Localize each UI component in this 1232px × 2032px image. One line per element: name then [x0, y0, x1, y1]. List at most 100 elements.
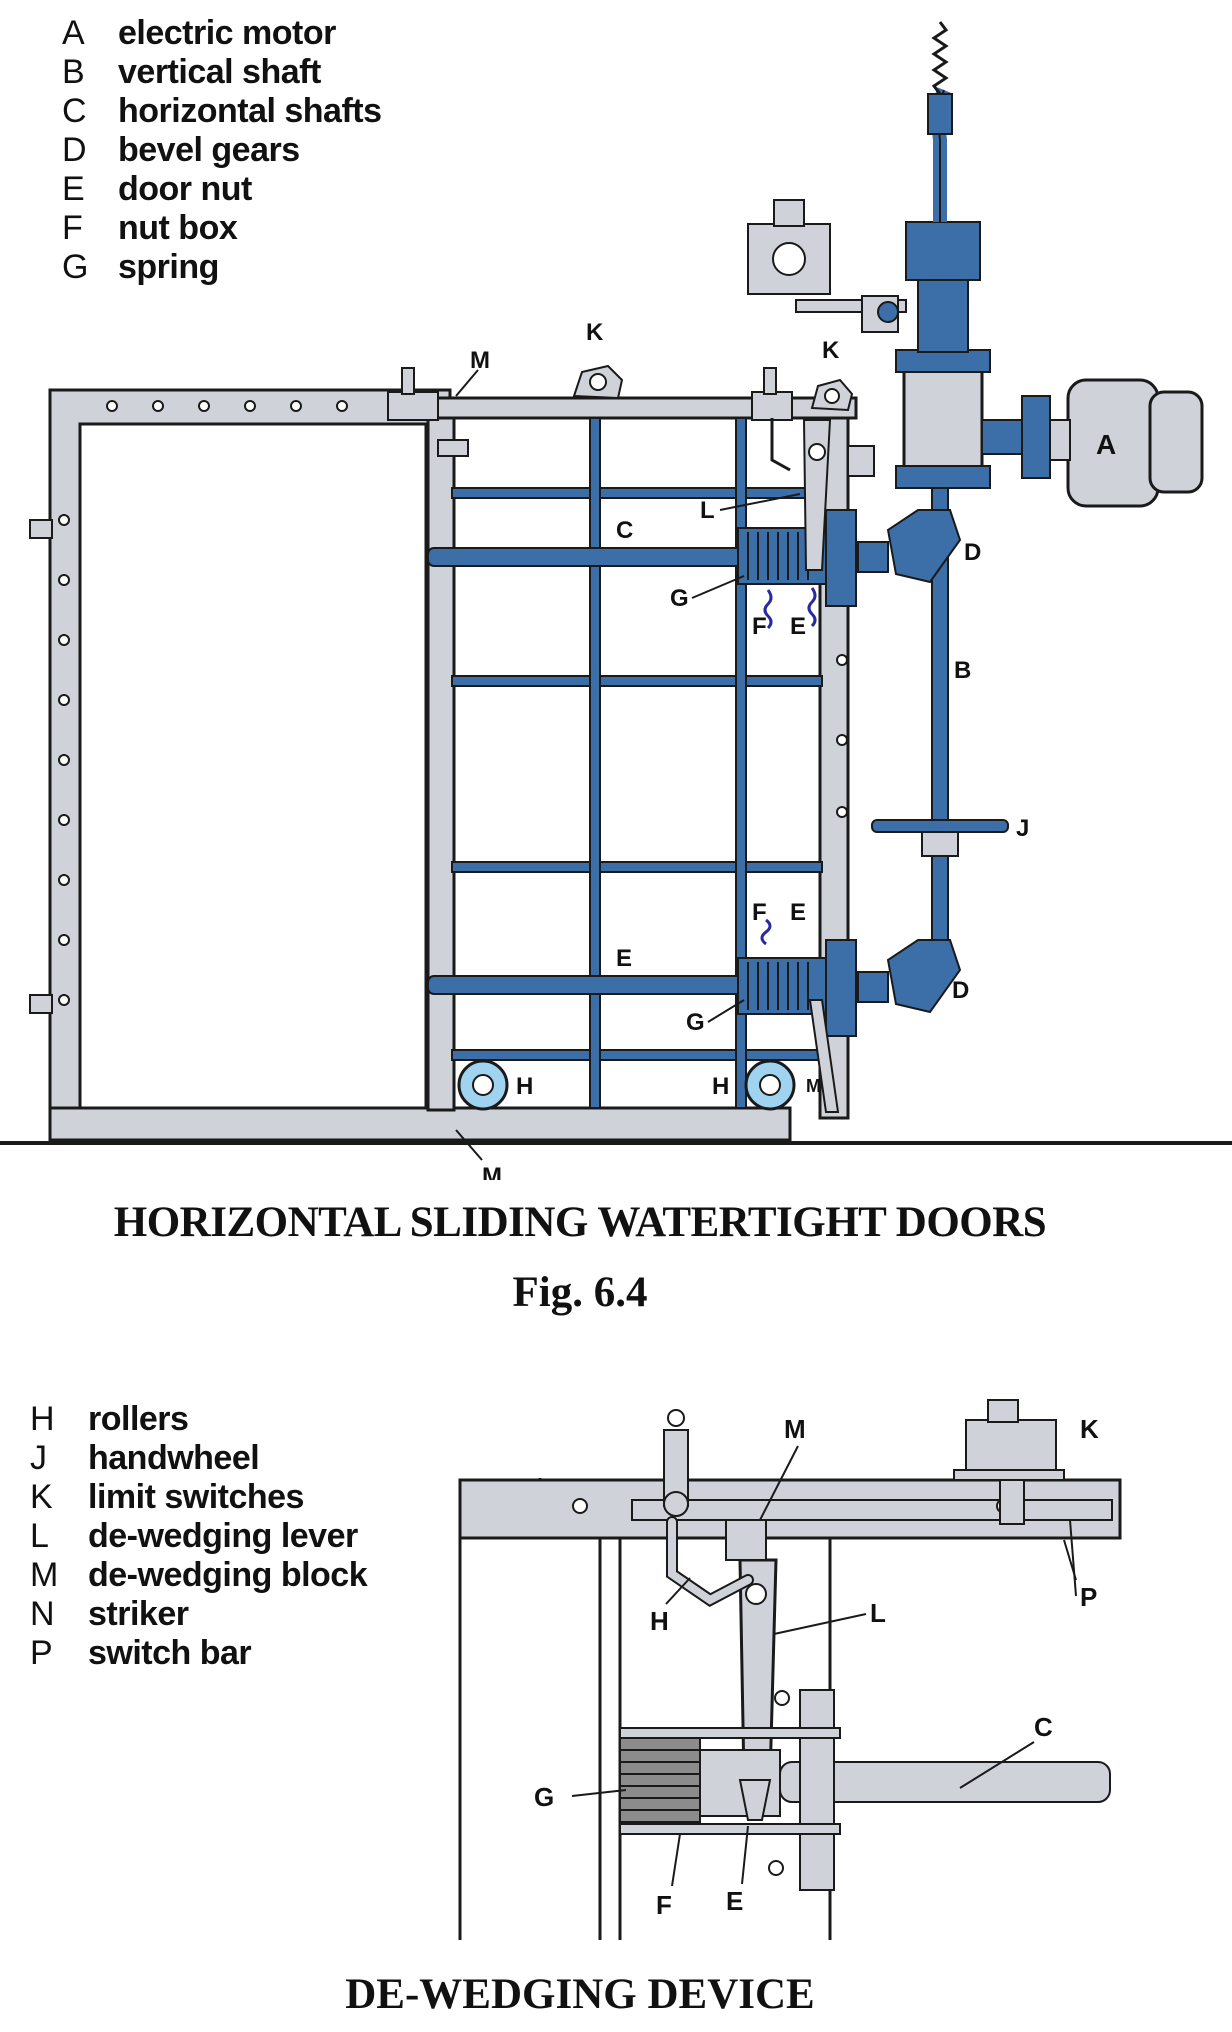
label-m-top: M [470, 347, 490, 374]
legend-key: M [30, 1556, 59, 1594]
limit-switch-detail [953, 1399, 1065, 1525]
legend-key: D [62, 131, 87, 169]
electric-motor [981, 378, 1204, 508]
caption-detail: DE-WEDGING DEVICE [345, 1971, 815, 2018]
legend-key: E [62, 170, 85, 208]
label-k-right: K [822, 337, 840, 364]
striker [663, 1409, 689, 1517]
detail-frame [458, 1478, 1122, 1940]
label-l: L [700, 497, 715, 524]
legend-key: C [62, 92, 87, 130]
legend-key: B [62, 53, 85, 91]
legend-text: nut box [118, 209, 238, 247]
legend-key: F [62, 209, 83, 247]
label-e-shaft: E [616, 945, 632, 972]
label-c: C [616, 517, 633, 544]
detail-label-g: G [534, 1782, 554, 1812]
legend-key: P [30, 1634, 53, 1672]
legend-key: H [30, 1400, 55, 1438]
label-m-bottom: M [482, 1163, 502, 1180]
horizontal-shafts [427, 547, 749, 995]
spring-assembly [737, 509, 857, 1037]
legend-text: limit switches [88, 1478, 304, 1516]
label-h-left: H [516, 1073, 533, 1100]
leader-lines [455, 369, 801, 1161]
detail-label-c: C [1034, 1712, 1053, 1742]
legend-text: switch bar [88, 1634, 252, 1672]
legend-text: spring [118, 248, 219, 286]
label-d-top: D [964, 539, 981, 566]
label-f-bottom: F [752, 899, 767, 926]
legend-text: de-wedging lever [88, 1517, 358, 1555]
label-g-bottom: G [686, 1009, 705, 1036]
detail-label-l: L [870, 1598, 886, 1628]
legend-key: G [62, 248, 89, 286]
detail-label-p: P [1080, 1582, 1097, 1612]
legend-key: A [62, 14, 85, 52]
label-a: A [1096, 429, 1116, 460]
switch-bar [631, 1499, 1113, 1521]
legend-text: striker [88, 1595, 189, 1633]
detail-label-m: M [784, 1414, 806, 1444]
legend-key: J [30, 1439, 47, 1477]
detail-label-h: H [650, 1606, 669, 1636]
legend-text: electric motor [118, 14, 336, 52]
bolt [572, 1498, 588, 1514]
legend-text: horizontal shafts [118, 92, 382, 130]
detail-label-k: K [1080, 1414, 1099, 1444]
label-e-top: E [790, 613, 806, 640]
detail-label-e: E [726, 1886, 743, 1916]
caption-main: HORIZONTAL SLIDING WATERTIGHT DOORS [113, 1199, 1047, 1246]
label-m-roller: M [806, 1076, 821, 1096]
legend-key: N [30, 1595, 55, 1633]
detail-label-f: F [656, 1890, 672, 1920]
de-wedging-lever [770, 418, 875, 1113]
bolt [768, 1860, 784, 1876]
label-f-top: F [752, 613, 767, 640]
spring-shaft-detail [619, 1689, 1111, 1891]
legend-text: handwheel [88, 1439, 260, 1477]
bevel-gears [857, 509, 962, 1014]
door-grid [451, 417, 823, 1109]
legend-text: de-wedging block [88, 1556, 368, 1594]
label-k-left: K [586, 319, 604, 346]
detail-leader-lines [571, 1445, 1077, 1887]
rollers [457, 1059, 796, 1111]
label-j: J [1016, 815, 1029, 842]
legend-text: vertical shaft [118, 53, 321, 91]
label-e-mid: E [790, 899, 806, 926]
bolt [996, 1498, 1012, 1514]
bolt [774, 1690, 790, 1706]
label-g-top: G [670, 585, 689, 612]
caption-fig: Fig. 6.4 [512, 1269, 648, 1316]
legend-key: L [30, 1517, 49, 1555]
de-wedging-lever-detail [666, 1516, 778, 1782]
label-h-right: H [712, 1073, 729, 1100]
legend-text: rollers [88, 1400, 189, 1438]
legend-text: bevel gears [118, 131, 300, 169]
label-d-bottom: D [952, 977, 969, 1004]
vertical-shaft [747, 21, 1009, 951]
limit-switches [572, 364, 854, 412]
legend-text: door nut [118, 170, 252, 208]
legend-key: K [30, 1478, 53, 1516]
sliding-door-diagram: A B C D D E E E F F G G H H J K K L M M … [0, 21, 1232, 1180]
label-b: B [954, 657, 971, 684]
